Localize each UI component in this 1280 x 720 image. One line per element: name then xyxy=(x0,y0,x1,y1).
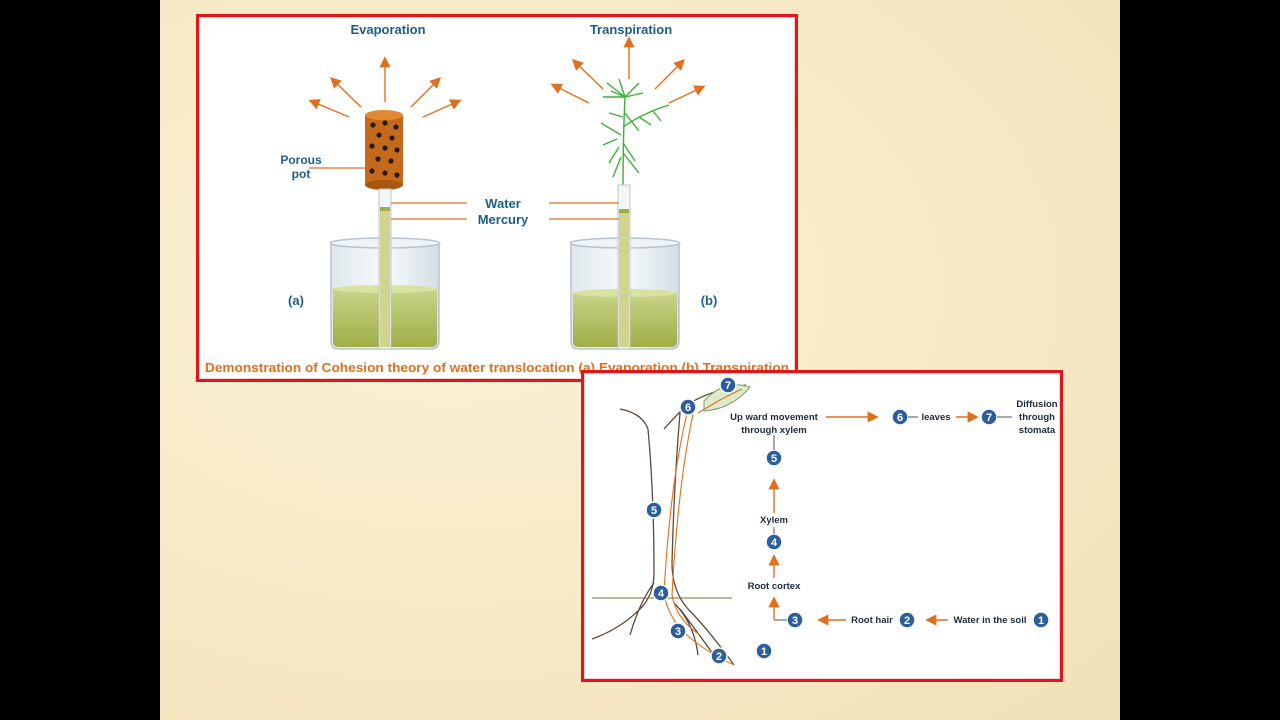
porous-pot-label-2: pot xyxy=(292,167,311,181)
stomata-label: stomata xyxy=(1019,425,1056,436)
root-cortex-label: Root cortex xyxy=(748,581,802,592)
badge-4-tree: 4 xyxy=(652,584,670,602)
badge-4-flow: 4 xyxy=(765,533,783,551)
leaves-label: leaves xyxy=(921,412,950,423)
evaporation-arrows xyxy=(308,56,462,118)
svg-text:1: 1 xyxy=(761,646,767,658)
cohesion-demo-panel: Evaporation Transpiration xyxy=(196,14,798,382)
svg-text:4: 4 xyxy=(771,537,778,549)
plant-shoot xyxy=(600,78,670,190)
badge-2-tree: 2 xyxy=(710,647,728,665)
diffusion-label: Diffusion xyxy=(1016,399,1057,410)
svg-text:4: 4 xyxy=(658,588,665,600)
evaporation-title: Evaporation xyxy=(350,22,425,37)
mercury-label: Mercury xyxy=(478,212,529,227)
badge-6-tree: 6 xyxy=(679,398,697,416)
porous-pot xyxy=(365,110,403,190)
badge-3-flow: 3 xyxy=(786,611,804,629)
svg-text:2: 2 xyxy=(904,615,910,627)
xylem-label: Xylem xyxy=(760,515,788,526)
through-xylem-label: through xylem xyxy=(741,425,806,436)
tube-b xyxy=(617,184,631,350)
badge-5-flow: 5 xyxy=(765,449,783,467)
water-label: Water xyxy=(485,196,521,211)
root-hair-label: Root hair xyxy=(851,615,893,626)
water-pathway-panel: 7 6 5 4 3 2 1 1 Water in the soil 2 Root… xyxy=(581,370,1063,682)
svg-text:6: 6 xyxy=(685,402,691,414)
svg-text:1: 1 xyxy=(1038,615,1044,627)
tube-a xyxy=(378,188,392,350)
svg-text:5: 5 xyxy=(771,453,777,465)
svg-text:3: 3 xyxy=(792,615,798,627)
through-label: through xyxy=(1019,412,1055,423)
svg-text:6: 6 xyxy=(897,412,903,424)
badge-7-tree: 7 xyxy=(719,376,737,394)
badge-1-tree: 1 xyxy=(755,642,773,660)
svg-text:7: 7 xyxy=(725,380,731,392)
transpiration-arrows xyxy=(550,36,706,104)
badge-2-flow: 2 xyxy=(898,611,916,629)
svg-text:5: 5 xyxy=(651,505,657,517)
label-a: (a) xyxy=(288,293,304,308)
svg-text:3: 3 xyxy=(675,626,681,638)
badge-1-flow: 1 xyxy=(1032,611,1050,629)
cohesion-demo-diagram: Evaporation Transpiration xyxy=(205,22,789,375)
svg-text:7: 7 xyxy=(986,412,992,424)
leaf-shape xyxy=(703,384,751,412)
label-b: (b) xyxy=(701,293,718,308)
badge-3-tree: 3 xyxy=(669,622,687,640)
water-in-soil-label: Water in the soil xyxy=(953,615,1026,626)
svg-text:2: 2 xyxy=(716,651,722,663)
porous-pot-label: Porous xyxy=(280,153,322,167)
water-pathway-diagram: 7 6 5 4 3 2 1 1 Water in the soil 2 Root… xyxy=(591,376,1058,666)
badge-7-flow: 7 xyxy=(980,408,998,426)
badge-5-tree: 5 xyxy=(645,501,663,519)
upward-movement-label: Up ward movement xyxy=(730,412,818,423)
transpiration-title: Transpiration xyxy=(590,22,672,37)
badge-6-flow: 6 xyxy=(891,408,909,426)
